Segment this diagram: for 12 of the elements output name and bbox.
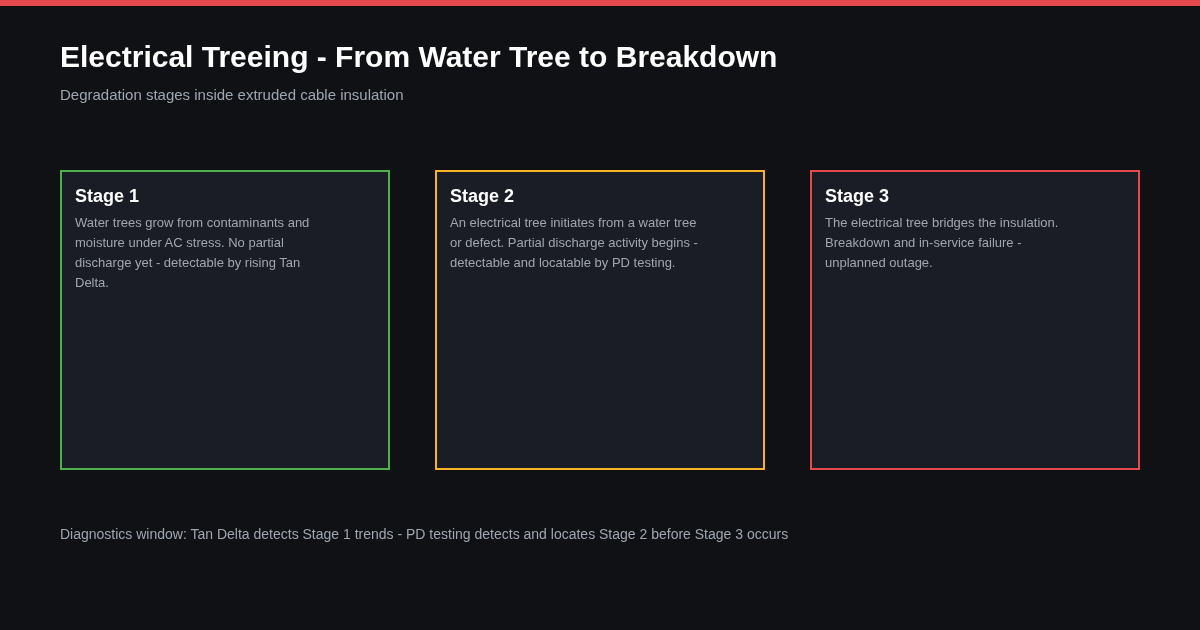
stage-heading: Stage 2 — [450, 186, 515, 207]
caption-note: Diagnostics window: Tan Delta detects Stage 1 trends - PD testing detects and locates Stage 2 before Stage 3 occurs — [60, 526, 789, 542]
page-title: Electrical Treeing - From Water Tree to Breakdown — [60, 40, 778, 74]
stage-description: An electrical tree initiates from a water tree or defect. Partial discharge activity begins - detectable and locatable by PD testing. — [450, 214, 699, 272]
stage-card — [810, 170, 1140, 470]
stage-description: Water trees grow from contaminants and moisture under AC stress. No partial discharge yet - detectable by rising Tan Delta. — [75, 214, 311, 292]
stage-card — [435, 170, 765, 470]
stage-heading: Stage 3 — [825, 186, 890, 207]
stage-description: The electrical tree bridges the insulation. Breakdown and in-service failure - unplanned outage. — [825, 214, 1060, 272]
subtitle: Degradation stages inside extruded cable insulation — [60, 86, 404, 103]
stage-heading: Stage 1 — [75, 186, 140, 207]
stage-card — [60, 170, 390, 470]
